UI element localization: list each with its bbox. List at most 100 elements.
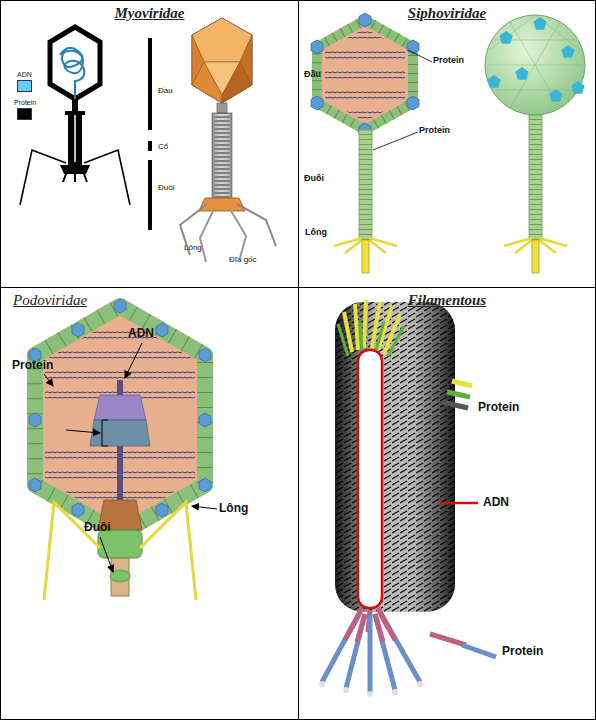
- filamentous-phage: [367, 691, 373, 697]
- cell-title: Podoviridae: [1, 292, 298, 309]
- sipho-icosahedral: [359, 130, 372, 240]
- podo-phage: [199, 478, 211, 492]
- sipho-icosahedral: [359, 13, 371, 27]
- myo-bar: [148, 38, 152, 130]
- cell-title: Myoviridae: [1, 5, 298, 22]
- myo-schematic: [20, 150, 66, 205]
- sipho-icosahedral: [311, 13, 432, 273]
- podo-phage: [45, 330, 195, 340]
- podo-phage: [29, 299, 217, 600]
- legend-swatch: [17, 108, 32, 120]
- part-label: Protein: [433, 56, 464, 66]
- filamentous-phage: [447, 392, 470, 397]
- myo-bar: [148, 141, 152, 151]
- myo-bar: [148, 160, 152, 230]
- sipho-icosahedral: [311, 96, 323, 110]
- myo-schematic: [74, 174, 76, 182]
- part-label: Lông: [305, 228, 327, 238]
- sipho-icosahedral: [320, 50, 410, 60]
- podo-phage: [66, 430, 100, 433]
- podo-phage: [111, 558, 129, 596]
- podo-phage: [100, 537, 113, 572]
- filamentous-phage: [440, 502, 478, 505]
- part-label: ADN: [483, 496, 509, 509]
- sipho-icosahedral: [320, 110, 410, 120]
- cell-title: Filamentous: [299, 292, 595, 309]
- cell-title: Siphoviridae: [299, 5, 595, 22]
- sipho-icosahedral: [320, 70, 410, 80]
- myo-3d: [217, 103, 227, 113]
- sipho-sphere: [529, 115, 542, 240]
- filamentous-phage: [338, 322, 404, 356]
- sipho-sphere: [549, 89, 562, 102]
- filamentous-phage: [358, 350, 382, 608]
- podo-phage: [140, 502, 196, 600]
- legend-swatch: [17, 80, 32, 92]
- myo-3d: [237, 204, 276, 246]
- part-label: Lông: [184, 244, 202, 253]
- podo-phage: [72, 323, 84, 337]
- sipho-sphere: [485, 15, 585, 115]
- myo-schematic: [68, 115, 82, 165]
- part-label: Đuôi: [84, 521, 111, 534]
- filamentous-phage: [392, 689, 398, 695]
- podo-phage: [156, 323, 168, 337]
- part-label: Đuôi: [304, 174, 324, 184]
- sipho-icosahedral: [320, 30, 410, 40]
- myo-3d: [212, 113, 232, 199]
- sipho-sphere: [487, 75, 500, 88]
- podo-phage: [35, 306, 205, 534]
- sipho-sphere: [571, 81, 584, 94]
- legend-text: Protein: [14, 99, 36, 106]
- sipho-icosahedral: [369, 240, 386, 253]
- myo-schematic: [20, 27, 130, 205]
- myo-3d: [200, 209, 214, 262]
- part-label: Cổ: [158, 143, 168, 152]
- myo-3d: [192, 62, 222, 103]
- podo-phage: [94, 395, 146, 420]
- myo-schematic: [63, 174, 66, 182]
- filamentous-phage: [345, 612, 395, 642]
- filamentous-phage: [343, 687, 349, 693]
- legend-item: ADN: [17, 71, 32, 92]
- podo-phage: [156, 503, 168, 517]
- sipho-sphere: [488, 15, 582, 108]
- podo-phage: [44, 374, 53, 386]
- podo-phage: [44, 502, 100, 600]
- part-label: ADN: [128, 327, 154, 340]
- sipho-icosahedral: [317, 20, 413, 130]
- grid-cell: Filamentous: [298, 287, 596, 720]
- podo-phage: [199, 413, 211, 427]
- part-label: Đầu: [158, 87, 173, 96]
- sipho-icosahedral: [373, 132, 418, 150]
- sipho-sphere: [532, 240, 539, 273]
- podo-phage: [125, 343, 142, 378]
- grid-cell: Myoviridae: [0, 0, 299, 288]
- sipho-icosahedral: [345, 240, 362, 253]
- filamentous-phage: [462, 645, 496, 657]
- myo-3d: [180, 18, 276, 262]
- sipho-sphere: [485, 15, 585, 273]
- filamentous-phage: [417, 681, 423, 687]
- filamentous-phage: [344, 300, 400, 354]
- podo-phage: [35, 306, 205, 534]
- part-label: Lông: [219, 502, 248, 515]
- part-label: Protein: [478, 401, 519, 414]
- grid-cell: Siphoviridae: [298, 0, 596, 288]
- sipho-sphere: [533, 17, 546, 30]
- myo-3d: [192, 18, 252, 103]
- sipho-sphere: [499, 31, 512, 44]
- sipho-sphere: [515, 67, 528, 80]
- sipho-icosahedral: [407, 40, 419, 54]
- filamentous-phage: [442, 402, 468, 408]
- podo-phage: [45, 350, 195, 360]
- myo-schematic: [84, 174, 87, 182]
- myo-schematic: [72, 99, 78, 111]
- myo-3d: [230, 209, 246, 258]
- sipho-sphere: [561, 45, 574, 58]
- part-label: Đuôi: [158, 184, 174, 193]
- myo-schematic: [60, 48, 84, 112]
- part-label: Đĩa gốc: [229, 256, 257, 265]
- sipho-icosahedral: [317, 20, 413, 130]
- myo-schematic: [60, 165, 90, 174]
